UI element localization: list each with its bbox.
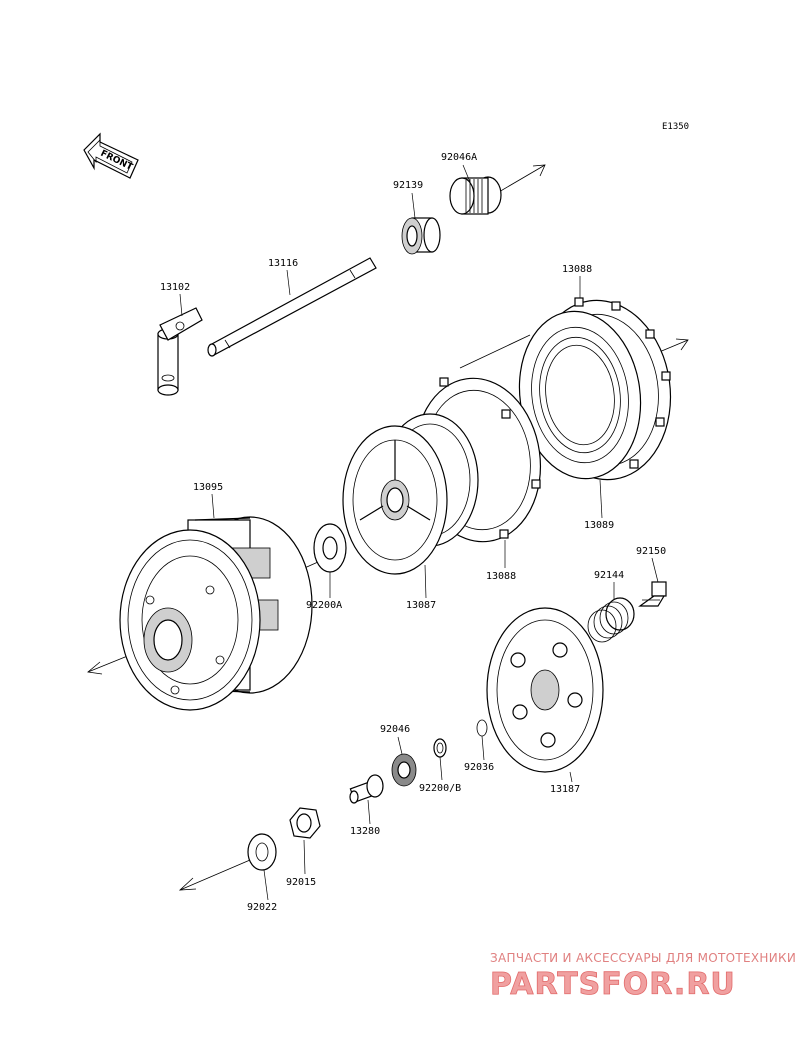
part-release-lever-13102[interactable]: [157, 307, 203, 396]
part-steel-plate-13089[interactable]: [509, 303, 651, 486]
label-13116: 13116: [268, 258, 298, 269]
label-92139: 92139: [393, 180, 423, 191]
watermark: ЗАПЧАСТИ И АКСЕССУАРЫ ДЛЯ МОТОТЕХНИКИ PA…: [490, 951, 796, 1002]
part-clutch-housing-13095[interactable]: [119, 516, 313, 711]
label-13095: 13095: [193, 482, 223, 493]
label-92150: 92150: [636, 546, 666, 557]
label-92144: 92144: [594, 570, 624, 581]
label-13088-lower: 13088: [486, 571, 516, 582]
label-92015: 92015: [286, 877, 316, 888]
part-nut-92015[interactable]: [289, 807, 321, 839]
label-13280: 13280: [350, 826, 380, 837]
part-needle-bearing-92046A[interactable]: [449, 176, 502, 215]
part-clutch-hub-13087[interactable]: [342, 413, 479, 575]
part-push-rod-13116[interactable]: [207, 257, 377, 357]
label-92200A: 92200A: [306, 600, 342, 611]
label-92046A: 92046A: [441, 152, 477, 163]
watermark-brand: PARTSFOR.RU: [490, 967, 736, 1002]
label-13187: 13187: [550, 784, 580, 795]
part-push-piece-13280[interactable]: [349, 774, 384, 804]
label-13087: 13087: [406, 600, 436, 611]
part-spring-92144[interactable]: [587, 597, 635, 643]
label-13102: 13102: [160, 282, 190, 293]
label-92200B: 92200/B: [419, 783, 461, 794]
diagram-code: E1350: [662, 122, 689, 132]
part-collar-92139[interactable]: [401, 217, 441, 255]
leader-lines: [179, 164, 659, 901]
watermark-tagline: ЗАПЧАСТИ И АКСЕССУАРЫ ДЛЯ МОТОТЕХНИКИ: [490, 951, 796, 965]
label-92022: 92022: [247, 902, 277, 913]
part-washer-92200A[interactable]: [313, 523, 347, 573]
label-92036: 92036: [464, 762, 494, 773]
part-washer-92200B[interactable]: [433, 738, 447, 758]
label-92046: 92046: [380, 724, 410, 735]
part-lock-washer-92022[interactable]: [247, 833, 277, 871]
front-arrow-icon: FRONT: [83, 132, 139, 179]
label-13089: 13089: [584, 520, 614, 531]
label-13088-upper: 13088: [562, 264, 592, 275]
part-bearing-92046[interactable]: [391, 753, 417, 787]
part-circlip-92036[interactable]: [476, 719, 488, 737]
part-pressure-plate-13187[interactable]: [486, 607, 604, 773]
part-bolt-92150[interactable]: [638, 581, 667, 607]
part-labels: 92046A 92139 13116 13102 13088 13095 130…: [160, 152, 666, 913]
